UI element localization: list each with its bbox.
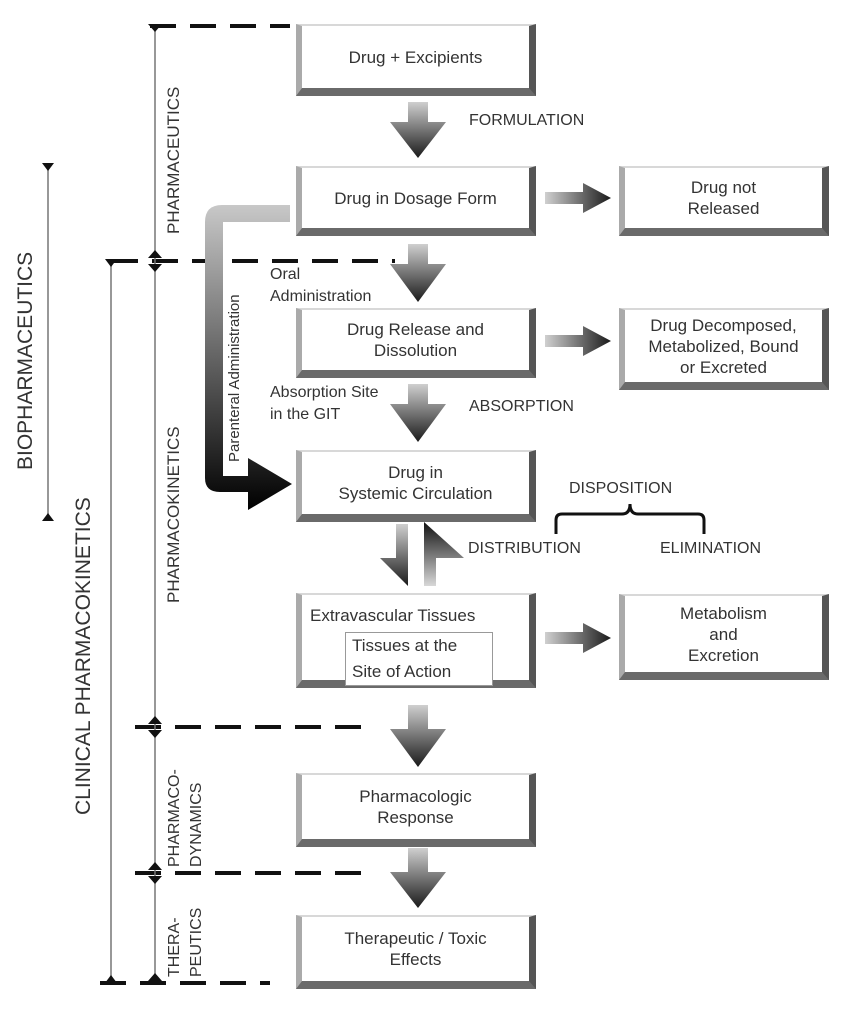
box-not-released: Drug not Released: [619, 166, 829, 236]
phase-clinical-pharmacokinetics: CLINICAL PHARMACOKINETICS: [72, 497, 95, 815]
box-decomposed: Drug Decomposed, Metabolized, Bound or E…: [619, 308, 829, 390]
box-label: Metabolism and Excretion: [680, 603, 767, 665]
box-systemic-circulation: Drug in Systemic Circulation: [296, 450, 536, 522]
box-label: Pharmacologic Response: [359, 787, 472, 827]
box-pharmacologic-response: Pharmacologic Response: [296, 773, 536, 847]
box-label: Drug Decomposed, Metabolized, Bound or E…: [648, 315, 799, 377]
box-therapeutic-effects: Therapeutic / Toxic Effects: [296, 915, 536, 989]
phase-pharmacodynamics: PHARMACO- DYNAMICS: [166, 769, 205, 867]
arrow-oral: [390, 244, 446, 302]
arrow-decomposed: [545, 326, 611, 356]
box-label: Drug not Released: [687, 178, 760, 218]
parenteral-path: [205, 205, 292, 510]
label-formulation: FORMULATION: [469, 112, 585, 129]
box-release-dissolution: Drug Release and Dissolution: [296, 308, 536, 378]
arrow-not-released: [545, 183, 611, 213]
label-elimination: ELIMINATION: [660, 540, 762, 557]
label-disposition: DISPOSITION: [569, 480, 673, 497]
box-metabolism: Metabolism and Excretion: [619, 594, 829, 680]
box-label: Therapeutic / Toxic Effects: [344, 929, 487, 969]
box-site-of-action: Tissues at the Site of Action: [345, 632, 493, 686]
phase-therapeutics: THERA- PEUTICS: [166, 907, 205, 977]
box-label: Drug Release and Dissolution: [346, 320, 485, 360]
box-dosage-form: Drug in Dosage Form: [296, 166, 536, 236]
label-oral-administration: Oral Administration: [270, 266, 372, 305]
arrow-distribution-up: [424, 522, 464, 586]
box-label: Drug in Systemic Circulation: [338, 463, 493, 503]
box-label: Drug + Excipients: [348, 47, 483, 67]
arrow-distribution-down: [380, 524, 408, 586]
box-label: Extravascular Tissues: [310, 606, 476, 625]
phase-pharmacokinetics: PHARMACOKINETICS: [164, 426, 183, 603]
label-absorption-site: Absorption Site in the GIT: [270, 384, 379, 423]
box-label: Drug in Dosage Form: [334, 188, 497, 208]
arrow-to-response: [390, 705, 446, 767]
phase-pharmaceutics: PHARMACEUTICS: [164, 86, 183, 234]
arrow-formulation: [390, 102, 446, 158]
label-absorption: ABSORPTION: [469, 398, 574, 415]
arrow-metabolism: [545, 623, 611, 653]
arrow-absorption: [390, 384, 446, 442]
box-drug-excipients: Drug + Excipients: [296, 24, 536, 96]
arrow-to-effects: [390, 848, 446, 908]
label-distribution: DISTRIBUTION: [468, 540, 581, 557]
phase-biopharmaceutics: BIOPHARMACEUTICS: [14, 251, 37, 470]
label-parenteral-administration: Parenteral Administration: [226, 294, 243, 462]
bracket-tick: [148, 716, 162, 738]
disposition-brace: [554, 503, 706, 534]
